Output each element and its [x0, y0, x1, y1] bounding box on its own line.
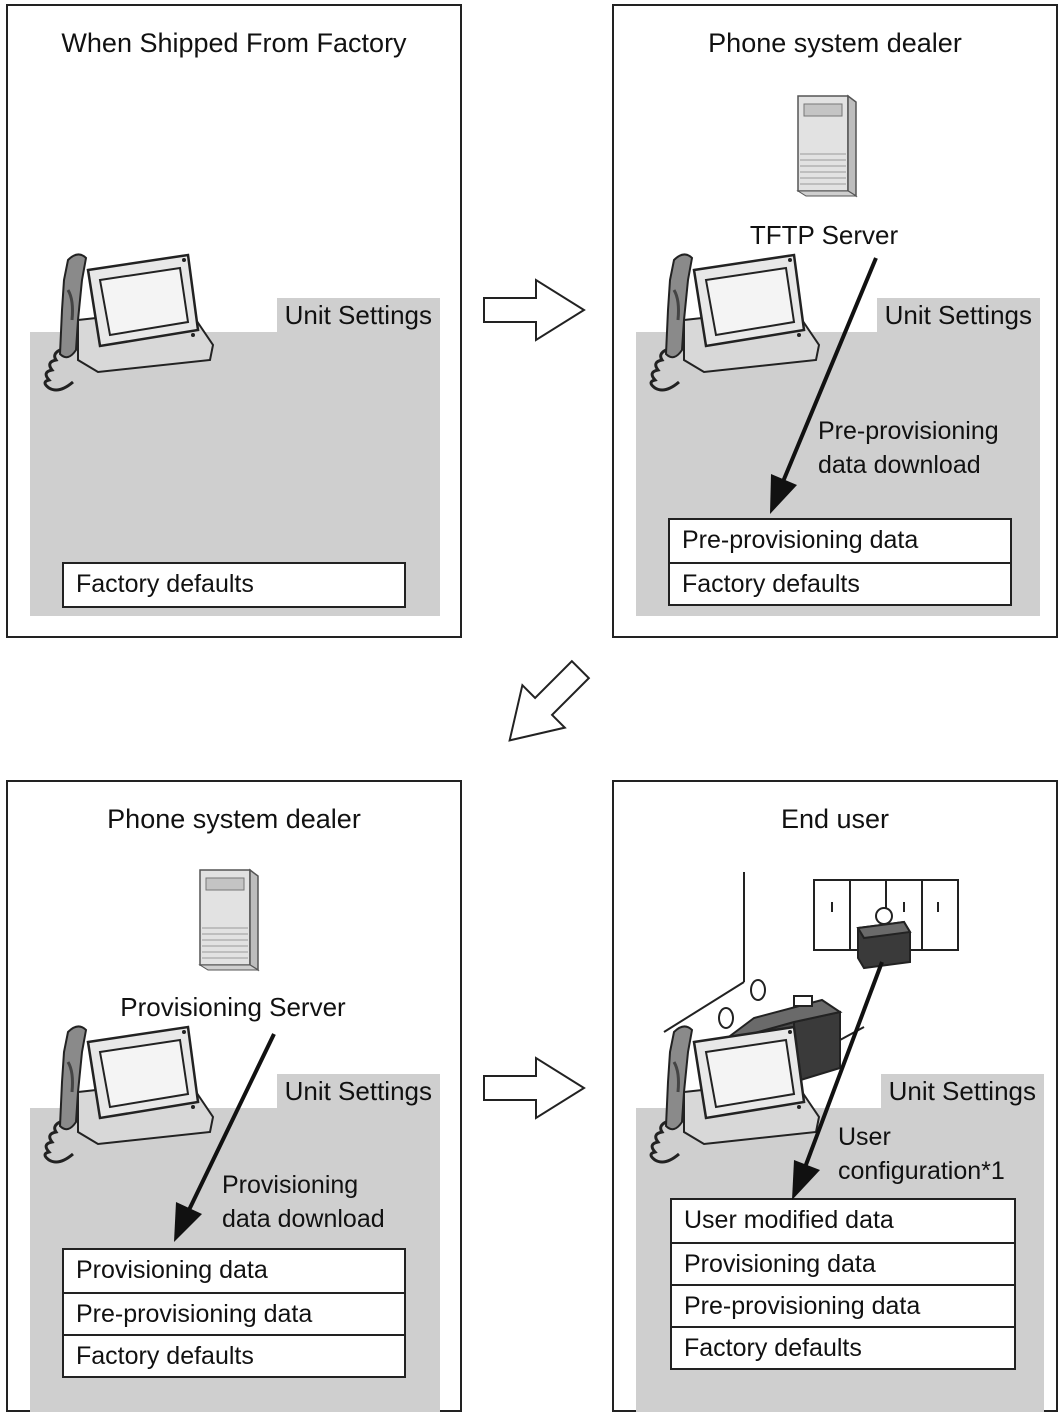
layer-pre-provisioning: Pre-provisioning data — [682, 526, 919, 554]
layer-pre-provisioning: Pre-provisioning data — [64, 1292, 404, 1334]
unit-settings-area: Unit Settings Pre-provisioning data down… — [636, 298, 1040, 616]
panel-title: When Shipped From Factory — [61, 28, 407, 58]
settings-stack: Pre-provisioning data Factory defaults — [668, 518, 1012, 606]
download-arrow — [770, 257, 878, 514]
hollow-arrow-icon — [483, 279, 585, 341]
panel-title: End user — [780, 804, 890, 834]
unit-settings-label: Unit Settings — [876, 298, 1040, 333]
layer-factory-defaults: Factory defaults — [672, 1326, 1014, 1368]
settings-stack: Factory defaults — [62, 562, 406, 608]
panel-title: Phone system dealer — [708, 28, 962, 58]
unit-settings-label: Unit Settings — [880, 1074, 1044, 1109]
panel-dealer-provisioning: Phone system dealer Provisioning Server … — [6, 780, 462, 1412]
download-label-line: Provisioning — [222, 1171, 359, 1199]
panel-title: Phone system dealer — [107, 804, 361, 834]
panel-factory: When Shipped From Factory Unit Settings … — [6, 4, 462, 638]
layer-provisioning: Provisioning data — [76, 1256, 268, 1284]
layer-pre-provisioning: Pre-provisioning data — [672, 1284, 1014, 1326]
layer-factory-defaults: Factory defaults — [64, 1334, 404, 1376]
config-label-line: User — [838, 1123, 891, 1151]
download-arrow — [174, 1033, 276, 1242]
server-label: TFTP Server — [749, 220, 899, 250]
layer-provisioning: Provisioning data — [672, 1242, 1014, 1284]
config-label: User configuration*1 — [838, 1120, 1005, 1188]
download-label: Pre-provisioning data download — [818, 414, 999, 482]
panel-end-user: End user Unit Settings User configuratio… — [612, 780, 1058, 1412]
config-label-line: configuration*1 — [838, 1157, 1005, 1185]
unit-settings-label: Unit Settings — [276, 1074, 440, 1109]
server-label: Provisioning Server — [120, 992, 346, 1022]
panel-dealer-tftp: Phone system dealer TFTP Server Unit Set… — [612, 4, 1058, 638]
unit-settings-area: Unit Settings User configuration*1 User … — [636, 1074, 1044, 1412]
settings-stack: Provisioning data Pre-provisioning data … — [62, 1248, 406, 1378]
download-label-line: Pre-provisioning — [818, 417, 999, 445]
download-label: Provisioning data download — [222, 1168, 385, 1236]
layer-factory-defaults: Factory defaults — [670, 562, 1010, 604]
config-arrow — [792, 961, 884, 1200]
hollow-arrow-icon — [487, 647, 603, 763]
desk-phone-icon — [43, 252, 215, 392]
layer-factory-defaults: Factory defaults — [76, 570, 254, 598]
unit-settings-area: Unit Settings Factory defaults — [30, 298, 440, 616]
download-label-line: data download — [818, 451, 981, 479]
unit-settings-label: Unit Settings — [276, 298, 440, 333]
layer-user-modified: User modified data — [684, 1206, 894, 1234]
settings-stack: User modified data Provisioning data Pre… — [670, 1198, 1016, 1370]
unit-settings-area: Unit Settings Provisioning data download… — [30, 1074, 440, 1412]
download-label-line: data download — [222, 1205, 385, 1233]
hollow-arrow-icon — [483, 1057, 585, 1119]
